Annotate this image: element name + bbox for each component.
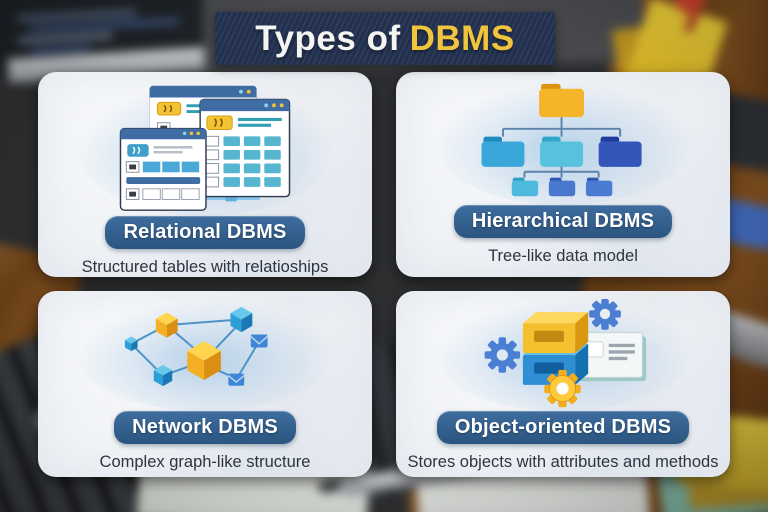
card-relational-dbms: Relational DBMS Structured tables with r… (38, 72, 372, 277)
card-title-label: Relational DBMS (123, 221, 287, 243)
card-title-label: Hierarchical DBMS (471, 210, 655, 232)
folder-tree-icon (396, 72, 730, 205)
card-subtitle: Complex graph-like structure (99, 453, 311, 471)
network-cubes-icon (38, 291, 372, 411)
card-title-label: Object-oriented DBMS (454, 416, 672, 438)
card-title-pill: Hierarchical DBMS (453, 205, 673, 238)
relational-tables-icon (38, 72, 372, 216)
card-subtitle: Stores objects with attributes and metho… (407, 453, 719, 471)
title-highlight: DBMS (409, 18, 515, 58)
card-subtitle: Structured tables with relatioships (81, 258, 329, 276)
card-network-dbms: Network DBMS Complex graph-like structur… (38, 291, 372, 477)
card-title-pill: Network DBMS (114, 411, 296, 444)
card-subtitle: Tree-like data model (488, 247, 638, 265)
card-title-pill: Relational DBMS (105, 216, 305, 249)
object-gears-icon (396, 291, 730, 411)
card-hierarchical-dbms: Hierarchical DBMS Tree-like data model (396, 72, 730, 277)
card-object-oriented-dbms: Object-oriented DBMS Stores objects with… (396, 291, 730, 477)
card-title-label: Network DBMS (132, 416, 278, 438)
card-title-pill: Object-oriented DBMS (436, 411, 690, 444)
title-prefix: Types of (255, 18, 401, 58)
